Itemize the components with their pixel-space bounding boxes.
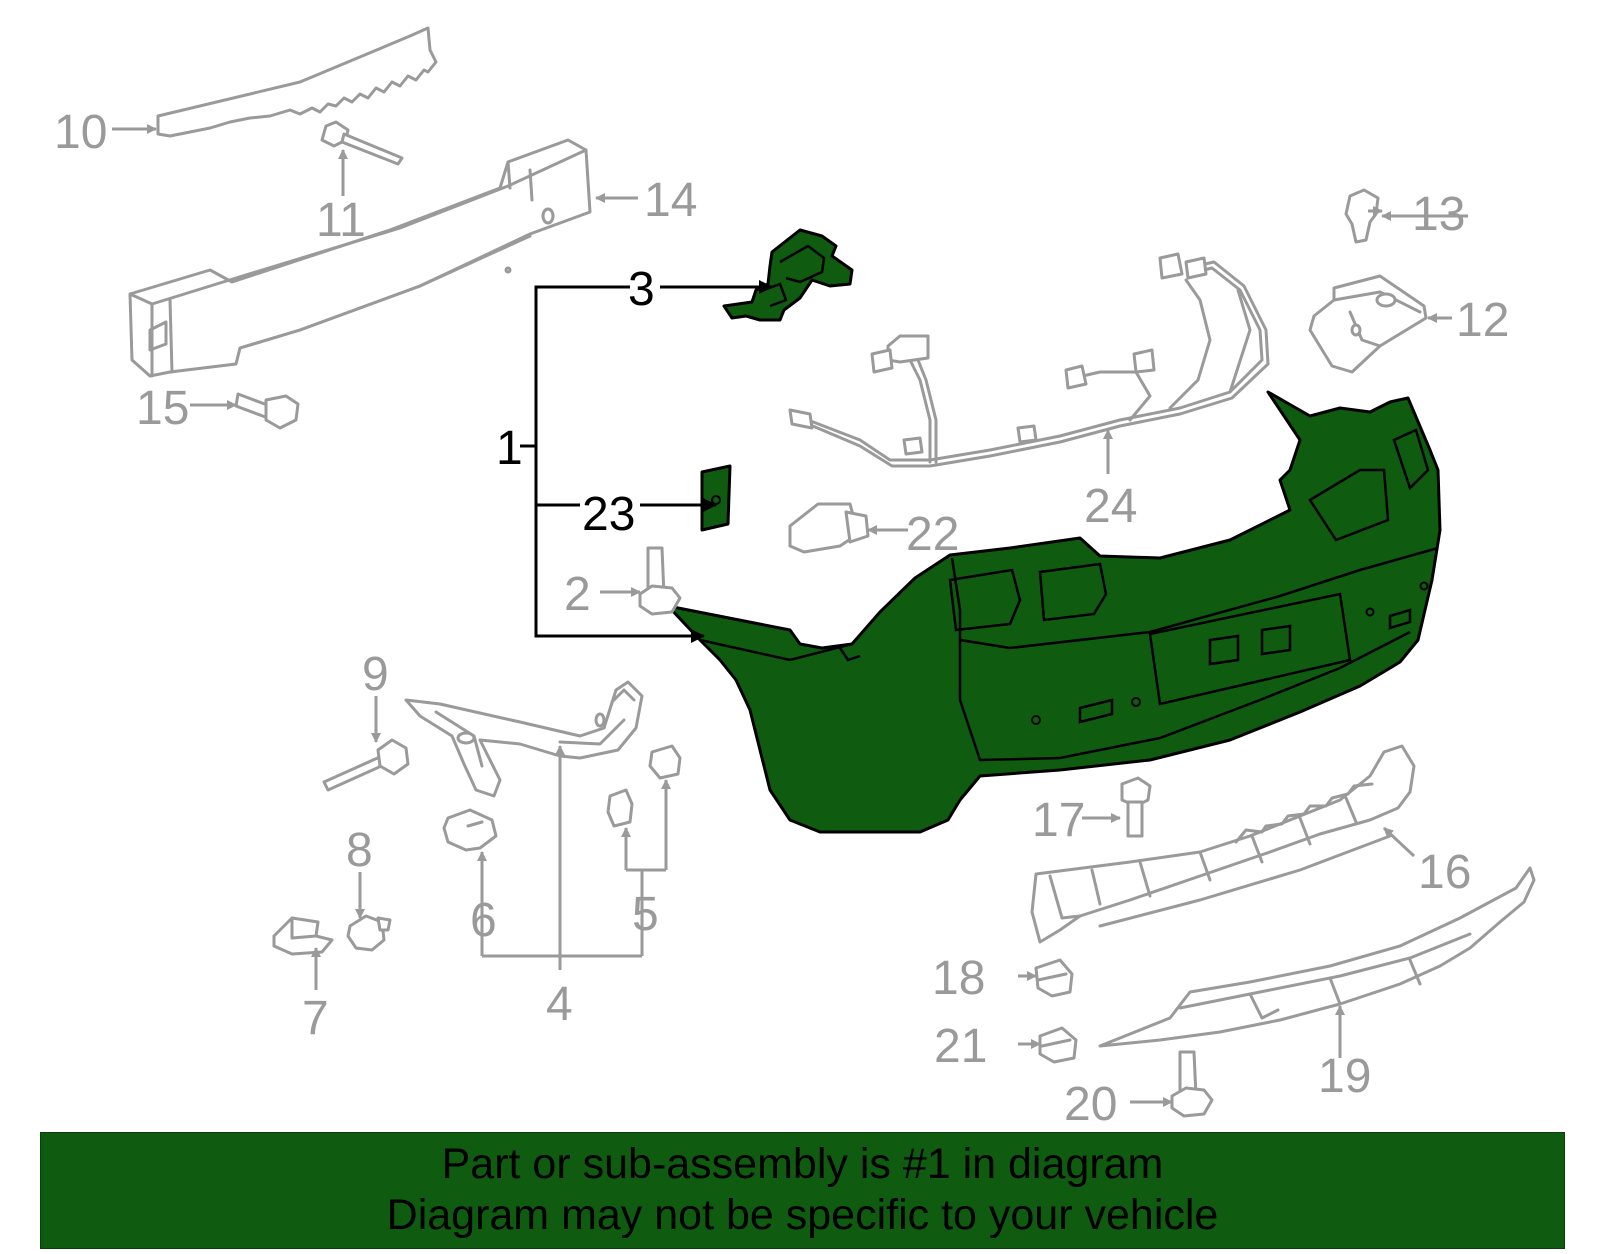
part-1-bumper-cover[interactable] xyxy=(666,390,1442,834)
part-6-nut[interactable] xyxy=(442,808,498,852)
part-15-bolt[interactable] xyxy=(234,392,300,430)
part-10-energy-absorber-upper[interactable] xyxy=(156,26,438,138)
callout-12: 12 xyxy=(1456,294,1509,347)
callout-3: 3 xyxy=(628,263,655,316)
part-8-clip[interactable] xyxy=(346,914,392,952)
part-4-side-bracket[interactable] xyxy=(404,680,644,798)
part-12-bracket[interactable] xyxy=(1308,274,1428,374)
callout-17: 17 xyxy=(1032,794,1085,847)
callout-20: 20 xyxy=(1064,1078,1117,1131)
part-3-bracket[interactable] xyxy=(722,228,854,322)
callout-11: 11 xyxy=(316,194,366,247)
callout-4: 4 xyxy=(546,978,573,1031)
callout-24: 24 xyxy=(1084,480,1137,533)
callout-16: 16 xyxy=(1418,846,1471,899)
callout-9: 9 xyxy=(362,648,389,701)
part-16-energy-absorber-lower[interactable] xyxy=(1030,744,1416,944)
callout-19: 19 xyxy=(1318,1050,1371,1103)
part-7-retainer[interactable] xyxy=(272,916,334,956)
part-14-impact-bar[interactable] xyxy=(128,138,592,378)
callout-2: 2 xyxy=(564,568,591,621)
part-23-reinforcement[interactable] xyxy=(700,464,732,532)
leader-lines xyxy=(112,124,1468,1107)
part-13-clip[interactable] xyxy=(1344,188,1380,244)
part-24-wiring-harness[interactable] xyxy=(788,252,1270,468)
callout-8: 8 xyxy=(346,824,373,877)
callout-18: 18 xyxy=(932,952,985,1005)
callout-6: 6 xyxy=(470,894,497,947)
callout-10: 10 xyxy=(54,106,107,159)
callout-5: 5 xyxy=(632,888,659,941)
callout-22: 22 xyxy=(906,508,959,561)
assembly-bracket-lines xyxy=(520,280,773,643)
callout-1: 1 xyxy=(496,422,523,475)
part-18-retainer[interactable] xyxy=(1034,958,1074,998)
part-5-clips[interactable] xyxy=(606,744,682,828)
callout-15: 15 xyxy=(136,382,189,435)
fitment-disclaimer: Diagram may not be specific to your vehi… xyxy=(386,1191,1219,1239)
assembly-note: Part or sub-assembly is #1 in diagram xyxy=(441,1140,1164,1188)
callout-23: 23 xyxy=(582,488,635,541)
part-22-parking-sensor[interactable] xyxy=(788,502,870,554)
fitment-notice-banner: Part or sub-assembly is #1 in diagram Di… xyxy=(40,1132,1565,1249)
part-19-lower-fascia[interactable] xyxy=(1098,866,1536,1048)
callout-labels: 1 2 3 4 5 6 7 8 9 10 11 12 13 14 15 16 1… xyxy=(54,106,1509,1131)
callout-14: 14 xyxy=(644,174,697,227)
part-11-push-pin[interactable] xyxy=(320,120,404,166)
part-9-push-pin[interactable] xyxy=(322,738,410,792)
part-21-retainer[interactable] xyxy=(1038,1026,1078,1064)
callout-21: 21 xyxy=(934,1020,987,1073)
part-17-bolt[interactable] xyxy=(1120,776,1152,838)
part-2-bolt[interactable] xyxy=(638,546,682,616)
part-20-bolt[interactable] xyxy=(1170,1050,1214,1118)
callout-7: 7 xyxy=(302,992,329,1045)
callout-13: 13 xyxy=(1412,188,1465,241)
